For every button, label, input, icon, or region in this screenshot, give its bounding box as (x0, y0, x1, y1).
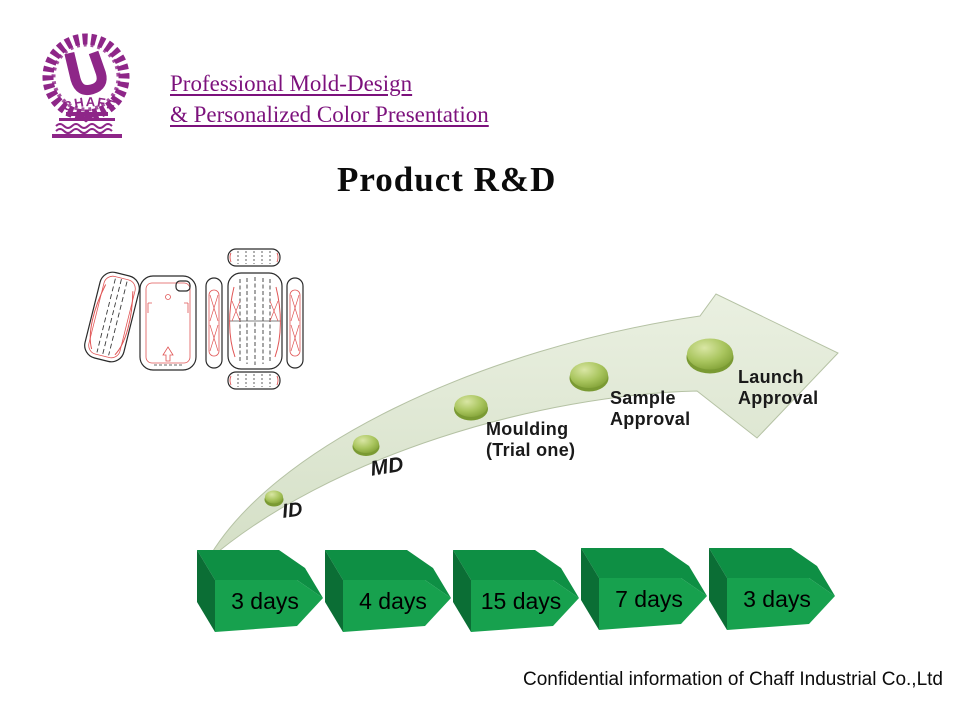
svg-text:CHAFF: CHAFF (61, 94, 119, 114)
chaff-logo: CHAFF (42, 33, 130, 138)
phone-view-side-right (286, 277, 304, 369)
milestone-label-line: Sample (610, 388, 676, 408)
duration-box-2 (325, 550, 451, 632)
timeline-arrow-icon (206, 293, 839, 562)
milestone-label-line: (Trial one) (486, 440, 576, 460)
logo-wordmark: CHAFF (61, 94, 117, 114)
duration-label-2: 4 days (359, 588, 427, 614)
duration-box-4 (581, 548, 707, 630)
sphere-moulding-icon (454, 395, 488, 421)
phone-case-technical-drawings (84, 248, 304, 390)
milestone-label-line: ID (280, 498, 305, 523)
phone-view-top (227, 248, 281, 267)
phone-view-angled (84, 271, 140, 363)
milestone-label-launch-approval: Launch Approval (738, 367, 818, 409)
milestone-label-line: Launch (738, 367, 804, 387)
duration-box-3 (453, 550, 579, 632)
duration-box-1 (197, 550, 323, 632)
phone-view-bottom (227, 371, 281, 390)
milestone-spheres (264, 338, 734, 507)
horseshoe-u-icon (64, 50, 107, 96)
duration-label-4: 7 days (615, 586, 683, 612)
milestone-label-line: MD (368, 452, 406, 481)
logo-pedestal (52, 112, 122, 138)
duration-label-3: 15 days (480, 588, 562, 614)
page-title: Product R&D (337, 160, 557, 199)
sphere-md-icon (352, 435, 380, 456)
phone-view-front (139, 275, 197, 371)
duration-label-5: 3 days (743, 586, 811, 612)
sphere-id-icon (264, 490, 284, 507)
confidentiality-footer: Confidential information of Chaff Indust… (523, 669, 943, 690)
header-line-2: & Personalized Color Presentation (170, 102, 489, 127)
sphere-launch-approval-icon (686, 338, 734, 374)
milestone-label-line: Moulding (486, 419, 569, 439)
sphere-sample-approval-icon (569, 362, 609, 392)
phone-view-side-left (205, 277, 223, 369)
header-tagline: Professional Mold-Design & Personalized … (170, 68, 489, 130)
milestone-label-id: ID (280, 498, 305, 523)
milestone-label-md: MD (368, 452, 406, 481)
duration-boxes (197, 548, 835, 632)
duration-label-1: 3 days (231, 588, 299, 614)
milestone-label-sample-approval: Sample Approval (610, 388, 690, 430)
duration-box-5 (709, 548, 835, 630)
milestone-label-line: Approval (738, 388, 819, 408)
milestone-label-line: Approval (610, 409, 691, 429)
milestone-label-moulding: Moulding (Trial one) (486, 419, 575, 461)
header-line-1: Professional Mold-Design (170, 71, 413, 96)
phone-view-back (227, 272, 283, 370)
